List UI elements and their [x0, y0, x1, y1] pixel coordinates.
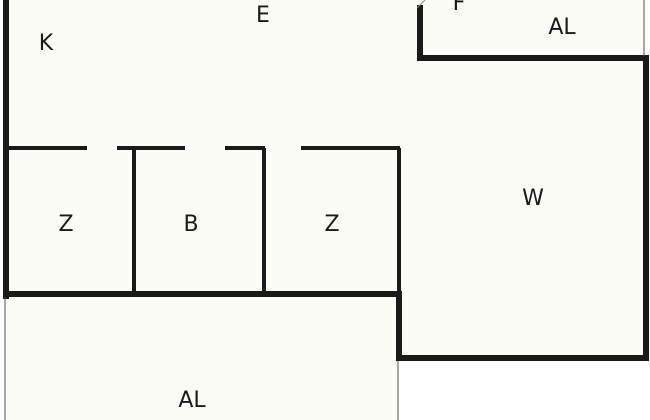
floor-living: [399, 58, 645, 360]
room-label-entry: E: [256, 3, 270, 28]
room-label-bath: B: [183, 212, 198, 237]
floor-lower-left: [5, 296, 399, 420]
room-label-al-top: AL: [548, 15, 576, 40]
room-label-kitchen: K: [39, 31, 54, 56]
room-label-z-left: Z: [58, 212, 73, 237]
room-labels: K E F AL Z B Z W AL: [39, 0, 577, 413]
floor-areas: [5, 0, 648, 420]
door-swing-f: [416, 0, 426, 9]
hairlines: [4, 0, 645, 420]
interior-walls: [6, 146, 401, 294]
exterior-walls: [3, 0, 649, 361]
room-label-f: F: [453, 0, 466, 16]
room-label-al-bottom: AL: [178, 388, 206, 413]
room-label-living: W: [522, 186, 544, 211]
room-label-z-right: Z: [324, 212, 339, 237]
